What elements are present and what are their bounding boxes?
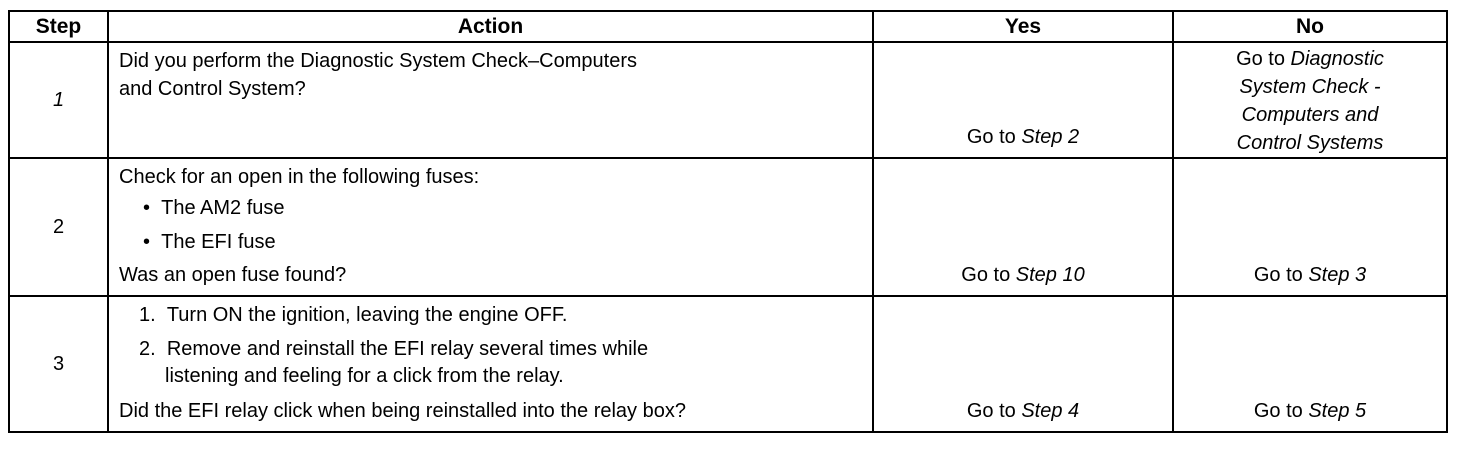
- numbered-item: 2. Remove and reinstall the EFI relay se…: [119, 335, 862, 363]
- no-prefix: Go to: [1253, 264, 1309, 286]
- question-text: Did the EFI relay click when being reins…: [119, 400, 686, 422]
- action-text: and Control System?: [119, 78, 306, 100]
- step-number: 3: [8, 295, 109, 433]
- no-target-link[interactable]: Step 3: [1308, 264, 1367, 286]
- yes-prefix: Go to: [961, 264, 1016, 286]
- yes-cell: Go to Step 10: [872, 157, 1174, 297]
- yes-prefix: Go to: [966, 400, 1022, 422]
- no-target-link[interactable]: Control Systems: [1236, 132, 1384, 154]
- header-action: Action: [107, 10, 874, 43]
- bullet-item: • The AM2 fuse: [143, 197, 285, 219]
- bullet-text: The EFI fuse: [161, 231, 276, 253]
- yes-cell: Go to Step 4: [872, 295, 1174, 433]
- item-text: Turn ON the ignition, leaving the engine…: [166, 304, 568, 326]
- table-row: 1 Did you perform the Diagnostic System …: [8, 41, 1448, 159]
- header-row: Step Action Yes No: [8, 10, 1448, 43]
- header-no: No: [1172, 10, 1448, 43]
- bullet-text: The AM2 fuse: [161, 197, 285, 219]
- step-number: 2: [8, 157, 109, 297]
- no-target-link[interactable]: Step 5: [1308, 400, 1367, 422]
- yes-target-link[interactable]: Step 4: [1021, 400, 1080, 422]
- no-cell: Go to Diagnostic System Check - Computer…: [1172, 41, 1448, 159]
- yes-target-link[interactable]: Step 10: [1015, 264, 1085, 286]
- item-number: 2.: [139, 338, 156, 360]
- no-target-link[interactable]: System Check -: [1239, 76, 1381, 98]
- yes-target-link[interactable]: Step 2: [1021, 126, 1080, 148]
- action-text: Check for an open in the following fuses…: [119, 166, 480, 188]
- no-cell: Go to Step 3: [1172, 157, 1448, 297]
- no-target-link[interactable]: Computers and: [1241, 104, 1379, 126]
- header-step: Step: [8, 10, 109, 43]
- yes-prefix: Go to: [966, 126, 1022, 148]
- action-text: Did you perform the Diagnostic System Ch…: [119, 50, 637, 72]
- step-number: 1: [8, 41, 109, 159]
- header-yes: Yes: [872, 10, 1174, 43]
- no-prefix: Go to: [1236, 48, 1291, 70]
- no-target-link[interactable]: Diagnostic: [1290, 48, 1384, 70]
- no-cell: Go to Step 5: [1172, 295, 1448, 433]
- numbered-item: 1. Turn ON the ignition, leaving the eng…: [119, 301, 862, 329]
- table-row: 2 Check for an open in the following fus…: [8, 157, 1448, 297]
- no-prefix: Go to: [1253, 400, 1309, 422]
- action-cell: 1. Turn ON the ignition, leaving the eng…: [107, 295, 874, 433]
- bullet-item: • The EFI fuse: [143, 231, 276, 253]
- yes-cell: Go to Step 2: [872, 41, 1174, 159]
- table-row: 3 1. Turn ON the ignition, leaving the e…: [8, 295, 1448, 433]
- item-text: Remove and reinstall the EFI relay sever…: [166, 338, 649, 360]
- diagnostic-table: Step Action Yes No 1 Did you perform the…: [8, 10, 1448, 433]
- action-cell: Check for an open in the following fuses…: [107, 157, 874, 297]
- action-cell: Did you perform the Diagnostic System Ch…: [107, 41, 874, 159]
- item-number: 1.: [139, 304, 156, 326]
- question-text: Was an open fuse found?: [119, 264, 347, 286]
- item-continuation: listening and feeling for a click from t…: [165, 365, 564, 387]
